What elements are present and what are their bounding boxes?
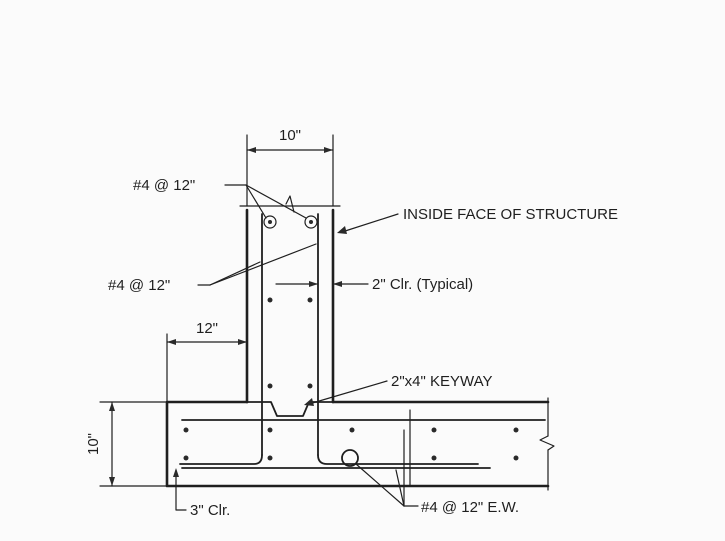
dimension-footing-thickness xyxy=(99,401,168,487)
dimension-wall-width xyxy=(246,134,334,207)
clear-bottom-leader xyxy=(173,468,187,511)
rebar-wall-leader xyxy=(197,243,317,286)
footing-outline xyxy=(165,397,555,491)
clear-typical-dimension xyxy=(275,281,369,287)
inside-face-label: INSIDE FACE OF STRUCTURE xyxy=(403,206,618,223)
dimension-left-label: 12" xyxy=(196,320,218,337)
rebar-top-leader xyxy=(224,184,307,219)
inside-face-leader xyxy=(337,213,399,234)
rebar-footing-label: #4 @ 12" E.W. xyxy=(421,499,519,516)
dimension-wall-width-label: 10" xyxy=(279,127,301,144)
top-rebar-circles xyxy=(263,195,318,229)
wall-outline xyxy=(239,205,341,404)
clear-typical-label: 2" Clr. (Typical) xyxy=(372,276,473,293)
footing-rebar xyxy=(181,419,546,469)
rebar-top-label: #4 @ 12" xyxy=(133,177,195,194)
dimension-footing-thickness-label: 10" xyxy=(85,433,102,455)
wall-rebar xyxy=(179,213,479,465)
keyway-label: 2"x4" KEYWAY xyxy=(391,373,493,390)
clear-bottom-label: 3" Clr. xyxy=(190,502,230,519)
keyway-leader xyxy=(304,380,388,406)
rebar-footing-leader xyxy=(355,429,419,507)
rebar-dots xyxy=(183,297,519,461)
keyway xyxy=(246,401,334,417)
rebar-wall-label: #4 @ 12" xyxy=(108,277,170,294)
dimension-left-extension xyxy=(166,333,248,403)
